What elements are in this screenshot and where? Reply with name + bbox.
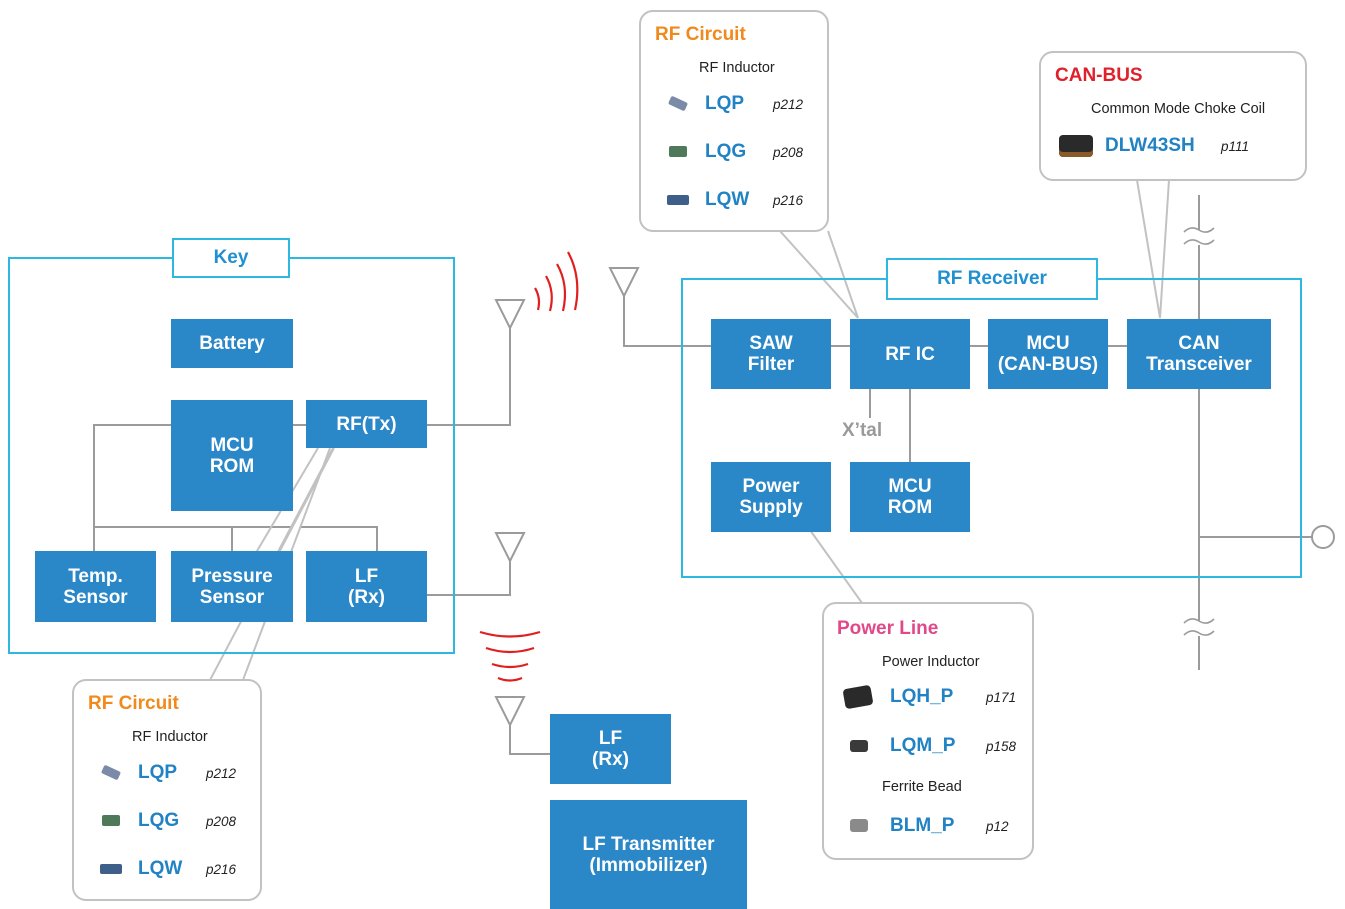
dlw43sh-chip-icon xyxy=(1059,135,1093,157)
can-bus-callout: CAN-BUS Common Mode Choke Coil DLW43SH p… xyxy=(1039,51,1307,181)
part-name: LQH_P xyxy=(890,686,954,707)
part-lqp[interactable]: LQP p212 xyxy=(665,92,825,116)
rf-ic-block: RF IC xyxy=(850,319,970,389)
lqg-chip-icon xyxy=(102,815,120,826)
part-page: p208 xyxy=(773,144,804,160)
part-page: p111 xyxy=(1221,138,1250,154)
lqh-chip-icon xyxy=(842,684,874,710)
callout-subtitle: Power Inductor xyxy=(882,654,980,670)
callout-title: CAN-BUS xyxy=(1055,65,1143,86)
callout-title: RF Circuit xyxy=(88,693,179,714)
saw-filter-block: SAW Filter xyxy=(711,319,831,389)
power-supply-block: Power Supply xyxy=(711,462,831,532)
part-lqg[interactable]: LQG p208 xyxy=(98,809,258,833)
part-lqw[interactable]: LQW p216 xyxy=(98,857,258,881)
xtal-label: X’tal xyxy=(842,420,883,441)
mcu-rom-rx-block: MCU ROM xyxy=(850,462,970,532)
lqp-chip-icon xyxy=(667,95,689,112)
rf-receiver-frame-label: RF Receiver xyxy=(886,258,1098,300)
part-name: BLM_P xyxy=(890,815,955,836)
callout-subtitle: RF Inductor xyxy=(699,60,775,76)
can-transceiver-block: CAN Transceiver xyxy=(1127,319,1271,389)
part-page: p158 xyxy=(986,738,1017,754)
battery-block: Battery xyxy=(171,319,293,368)
part-dlw43sh[interactable]: DLW43SH p111 xyxy=(1059,134,1299,158)
temp-sensor-block: Temp. Sensor xyxy=(35,551,156,622)
lqp-chip-icon xyxy=(100,764,122,781)
part-page: p216 xyxy=(206,861,237,877)
part-page: p171 xyxy=(986,689,1017,705)
callout-subtitle: RF Inductor xyxy=(132,729,208,745)
rf-circuit-callout-top: RF Circuit RF Inductor LQP p212 LQG p208… xyxy=(639,10,829,232)
part-lqm-p[interactable]: LQM_P p158 xyxy=(842,734,1032,758)
callout-subtitle-2: Ferrite Bead xyxy=(882,779,962,795)
lf-transmitter-block: LF Transmitter (Immobilizer) xyxy=(550,800,747,909)
blm-chip-icon xyxy=(850,819,868,832)
part-name: LQM_P xyxy=(890,735,956,756)
lf-rx-bottom-block: LF (Rx) xyxy=(550,714,671,784)
part-name: LQP xyxy=(705,93,745,114)
part-name: LQW xyxy=(138,858,183,879)
bus-terminal-icon xyxy=(1311,525,1335,549)
lf-rx-key-block: LF (Rx) xyxy=(306,551,427,622)
part-lqp[interactable]: LQP p212 xyxy=(98,761,258,785)
lqw-chip-icon xyxy=(100,864,122,874)
part-name: LQP xyxy=(138,762,178,783)
rf-tx-block: RF(Tx) xyxy=(306,400,427,448)
power-line-callout: Power Line Power Inductor LQH_P p171 LQM… xyxy=(822,602,1034,860)
antenna-icon xyxy=(494,267,640,728)
callout-title: RF Circuit xyxy=(655,24,746,45)
callout-subtitle: Common Mode Choke Coil xyxy=(1091,101,1266,117)
mcu-can-block: MCU (CAN-BUS) xyxy=(988,319,1108,389)
part-lqh-p[interactable]: LQH_P p171 xyxy=(842,684,1032,710)
part-page: p212 xyxy=(206,765,237,781)
part-name: DLW43SH xyxy=(1105,135,1195,156)
key-frame-label: Key xyxy=(172,238,290,278)
part-lqg[interactable]: LQG p208 xyxy=(665,140,825,164)
part-name: LQG xyxy=(138,810,180,831)
pressure-sensor-block: Pressure Sensor xyxy=(171,551,293,622)
part-name: LQG xyxy=(705,141,747,162)
lf-signal-icon xyxy=(479,630,541,682)
rf-circuit-callout-bottom: RF Circuit RF Inductor LQP p212 LQG p208… xyxy=(72,679,262,901)
part-blm-p[interactable]: BLM_P p12 xyxy=(842,814,1032,838)
part-page: p208 xyxy=(206,813,237,829)
part-page: p216 xyxy=(773,192,804,208)
lqg-chip-icon xyxy=(669,146,687,157)
callout-title: Power Line xyxy=(837,618,939,639)
part-lqw[interactable]: LQW p216 xyxy=(665,188,825,212)
part-page: p12 xyxy=(986,818,1009,834)
lqw-chip-icon xyxy=(667,195,689,205)
rf-signal-icon xyxy=(534,251,579,312)
lqm-chip-icon xyxy=(850,740,868,752)
part-page: p212 xyxy=(773,96,804,112)
mcu-rom-key-block: MCU ROM xyxy=(171,400,293,511)
part-name: LQW xyxy=(705,189,750,210)
